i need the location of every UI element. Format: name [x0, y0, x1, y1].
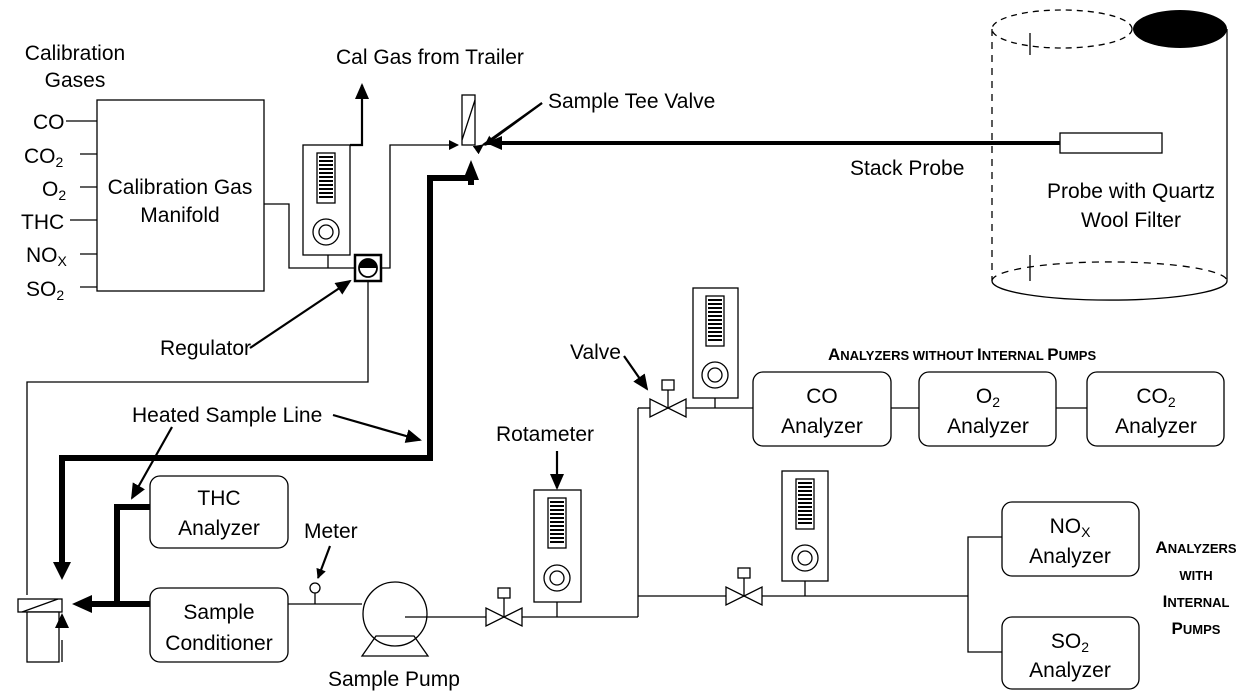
regulator [353, 253, 383, 283]
thc-analyzer-label-2: Analyzer [178, 517, 260, 540]
heated-sample-line-label: Heated Sample Line [132, 404, 322, 427]
co2-analyzer-label-1: CO2 [1136, 385, 1176, 410]
cal-gas-nox-label: NOX [26, 244, 68, 269]
cal-gas-co2-label: CO2 [24, 145, 64, 170]
calibration-gases-title-1: Calibration [25, 42, 125, 65]
nox-analyzer-label-2: Analyzer [1029, 545, 1111, 568]
sample-tee-valve-label: Sample Tee Valve [548, 90, 715, 113]
manifold-label-2: Manifold [140, 204, 219, 227]
svg-text:INTERNAL: INTERNAL [1163, 592, 1230, 611]
co-analyzer-label-1: CO [806, 385, 838, 408]
analyzers-without-internal-pumps-heading: ANALYZERS WITHOUT INTERNAL PUMPS [828, 345, 1096, 364]
so2-analyzer-label-1: SO2 [1051, 630, 1089, 655]
nox-analyzer-label-1: NOX [1050, 515, 1092, 540]
upper-rotameter [692, 287, 739, 408]
co2-analyzer [1086, 371, 1225, 447]
nox-analyzer [1001, 501, 1140, 577]
rotameter-label: Rotameter [496, 423, 594, 446]
calibration-gas-manifold [96, 99, 265, 292]
thc-analyzer-label-1: THC [197, 487, 240, 510]
analyzers-with-internal-pumps-heading: ANALYZERS WITH INTERNAL PUMPS [1155, 538, 1236, 638]
calibration-gases-group: Calibration Gases CO CO2 O2 THC NOX SO2 … [21, 42, 265, 303]
probe-label-1: Probe with Quartz [1047, 180, 1215, 203]
meter-label: Meter [304, 520, 358, 543]
co-analyzer-label-2: Analyzer [781, 415, 863, 438]
cal-gas-from-trailer-label: Cal Gas from Trailer [336, 46, 524, 69]
sample-conditioner-label-2: Conditioner [165, 632, 272, 655]
sample-pump-label: Sample Pump [328, 668, 460, 691]
calibration-gases-title-2: Gases [45, 69, 106, 92]
lower-valve [725, 567, 763, 607]
meter-gauge [309, 582, 321, 594]
co-analyzer [752, 371, 892, 447]
sample-conditioner-label-1: Sample [183, 601, 254, 624]
so2-analyzer [1001, 616, 1140, 690]
cal-gas-co-label: CO [33, 111, 65, 134]
bottom-left-valve [17, 598, 63, 663]
upper-valve [649, 379, 687, 419]
cal-gas-o2-label: O2 [42, 178, 66, 203]
sample-pump [360, 581, 430, 657]
cal-gas-rotameter [302, 144, 351, 268]
svg-text:WITH: WITH [1179, 568, 1212, 583]
so2-analyzer-label-2: Analyzer [1029, 659, 1111, 682]
main-rotameter [533, 489, 582, 617]
sample-conditioner [149, 587, 289, 663]
co2-analyzer-label-2: Analyzer [1115, 415, 1197, 438]
cal-gas-thc-label: THC [21, 211, 64, 234]
valve-label: Valve [570, 341, 621, 364]
manifold-label-1: Calibration Gas [108, 176, 253, 199]
stack-probe-label: Stack Probe [850, 157, 964, 180]
regulator-label: Regulator [160, 337, 251, 360]
o2-analyzer-label-2: Analyzer [947, 415, 1029, 438]
probe-label-2: Wool Filter [1081, 209, 1181, 232]
o2-analyzer-label-1: O2 [976, 385, 1000, 410]
cal-gas-so2-label: SO2 [26, 278, 64, 303]
thc-analyzer [149, 475, 289, 549]
pump-outlet-valve [485, 587, 523, 628]
stack-probe [1059, 132, 1163, 154]
o2-analyzer [918, 371, 1057, 447]
sample-tee-valve [461, 94, 476, 146]
svg-text:PUMPS: PUMPS [1172, 619, 1221, 638]
stack [991, 9, 1228, 301]
svg-text:ANALYZERS: ANALYZERS [1155, 538, 1236, 557]
lower-rotameter [781, 470, 829, 596]
